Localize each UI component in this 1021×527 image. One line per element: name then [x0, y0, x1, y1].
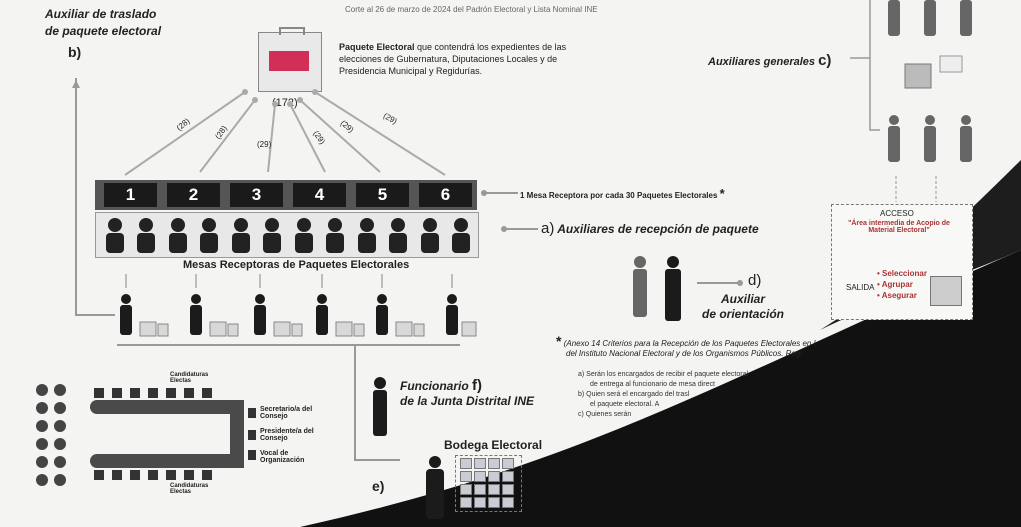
orientacion-label: Auxiliar de orientación [702, 292, 784, 322]
person-icon [446, 294, 458, 335]
auxiliares-generales-text: Auxiliares generales [708, 56, 816, 68]
arrow-count-3: (29) [257, 140, 272, 149]
mesa-number-3: 3 [230, 183, 283, 207]
auxiliar-traslado-line2: de paquete electoral [45, 24, 162, 38]
paquete-label [269, 51, 309, 71]
bodega-title: Bodega Electoral [444, 438, 543, 452]
person-icon [358, 218, 376, 253]
auxiliares-generales-label: Auxiliares generales c) [708, 52, 831, 69]
auxiliares-recepcion-label: a) Auxiliares de recepción de paquete [541, 220, 759, 237]
mesa-number-5: 5 [356, 183, 409, 207]
anexo-items: a) Serán los encargados de recibir el pa… [578, 370, 748, 420]
consejo-role-secretario: Secretario/a del Consejo [260, 406, 313, 420]
mesa-number-1: 1 [104, 183, 157, 207]
bodega-boxes [460, 458, 518, 508]
auxiliares-generales-figures [888, 0, 972, 162]
bodega-letter: e) [372, 478, 385, 494]
person-icon [254, 294, 266, 335]
consejo-diagram: Candidaturas Electas Candidaturas Electa… [30, 368, 340, 498]
funcionario-letter: f) [472, 377, 483, 394]
action-seleccionar: • Seleccionar [877, 269, 927, 278]
person-icon [169, 218, 187, 253]
bodega-worker [426, 456, 444, 519]
paquete-description-bold: Paquete Electoral [339, 42, 415, 52]
header-subtitle: Corte al 26 de marzo de 2024 del Padrón … [345, 5, 598, 14]
acceso-actions: • Seleccionar • Agrupar • Asegurar [877, 268, 927, 301]
mesa-number-2: 2 [167, 183, 220, 207]
anexo-lead: (Anexo 14 Criterios para la Recepción de… [563, 339, 816, 348]
acceso-ballot-box-image [930, 276, 962, 306]
orientacion-letter: d) [748, 272, 762, 289]
person-icon [106, 218, 124, 253]
paquete-description-rest: que contendrá los expedientes de las ele… [339, 42, 567, 76]
salida-label: SALIDA [846, 283, 875, 292]
orientacion-arrow [697, 280, 743, 286]
funcionario-line1: Funcionario [400, 379, 469, 393]
acceso-label: ACCESO [880, 209, 914, 218]
bodega-area [455, 455, 522, 512]
paquete-handle [279, 27, 305, 35]
auxiliar-traslado-title: Auxiliar de traslado de paquete electora… [45, 6, 161, 40]
person-icon [389, 218, 407, 253]
consejo-table-shape [36, 384, 256, 486]
orientacion-figures [633, 256, 681, 321]
anexo-note: * (Anexo 14 Criterios para la Recepción … [556, 333, 996, 359]
mesas-ratio-star: * [719, 186, 725, 201]
person-icon [200, 218, 218, 253]
person-icon [326, 218, 344, 253]
mesas-label: Mesas Receptoras de Paquetes Electorales [183, 259, 410, 271]
orientacion-line1: Auxiliar [721, 292, 766, 306]
action-asegurar: • Asegurar [877, 291, 917, 300]
consejo-top-label: Candidaturas Electas [170, 372, 209, 384]
anexo-item-a: a) Serán los encargados de recibir el pa… [578, 371, 749, 378]
paquete-description: Paquete Electoral que contendrá los expe… [339, 41, 601, 77]
auxiliares-generales-letter: c) [818, 52, 832, 69]
anexo-item-b: b) Quien será el encargado del trasl [578, 391, 690, 398]
person-icon [232, 218, 250, 253]
auxiliares-generales-bracket [850, 0, 880, 131]
person-icon [295, 218, 313, 253]
auxiliares-recepcion-letter: a) [541, 220, 555, 237]
anexo-item-a-cont: de entrega al funcionario de mesa direct [590, 381, 715, 388]
person-icon [263, 218, 281, 253]
mesa-number-4: 4 [293, 183, 346, 207]
funcionario-figure [373, 377, 387, 436]
consejo-role-vocal: Vocal de Organización [260, 450, 305, 464]
orientacion-line2: de orientación [702, 307, 785, 321]
person-icon [316, 294, 328, 335]
anexo-item-b-cont: el paquete electoral. A [590, 401, 660, 408]
funcionario-label: Funcionario f) de la Junta Distrital INE [400, 378, 534, 409]
recepcion-arrow [501, 226, 538, 232]
anexo-item-c: c) Quienes serán [578, 411, 632, 418]
mesas-ratio-note: 1 Mesa Receptora por cada 30 Paquetes El… [520, 186, 725, 201]
acceso-connectors [895, 176, 937, 202]
funcionario-line2: de la Junta Distrital INE [400, 394, 535, 408]
auxiliar-traslado-letter: b) [68, 44, 82, 60]
consejo-role-presidente: Presidente/a del Consejo [260, 428, 314, 442]
acceso-area-text: "Área intermedia de Acopio de Material E… [848, 220, 950, 234]
anexo-star: * [556, 333, 562, 349]
consejo-bottom-label: Candidaturas Electas [170, 483, 209, 495]
mesas-band [95, 180, 477, 210]
person-icon [376, 294, 388, 335]
mesa-number-6: 6 [419, 183, 472, 207]
action-agrupar: • Agrupar [877, 280, 913, 289]
anexo-line2: del Instituto Nacional Electoral y de lo… [566, 349, 803, 358]
mesas-ratio-text: 1 Mesa Receptora por cada 30 Paquetes El… [520, 191, 718, 200]
person-icon [190, 294, 202, 335]
auxiliares-recepcion-text: Auxiliares de recepción de paquete [557, 222, 759, 236]
mesa-workers-with-boxes [120, 274, 477, 337]
auxiliar-traslado-line1: Auxiliar de traslado [45, 7, 157, 21]
person-icon [452, 218, 470, 253]
recepcion-band [95, 212, 479, 258]
recepcion-people-icons [106, 218, 470, 253]
ratio-arrow [481, 190, 518, 196]
paquete-electoral-box-image [258, 27, 322, 92]
person-icon [137, 218, 155, 253]
person-icon [421, 218, 439, 253]
person-icon [120, 294, 132, 335]
